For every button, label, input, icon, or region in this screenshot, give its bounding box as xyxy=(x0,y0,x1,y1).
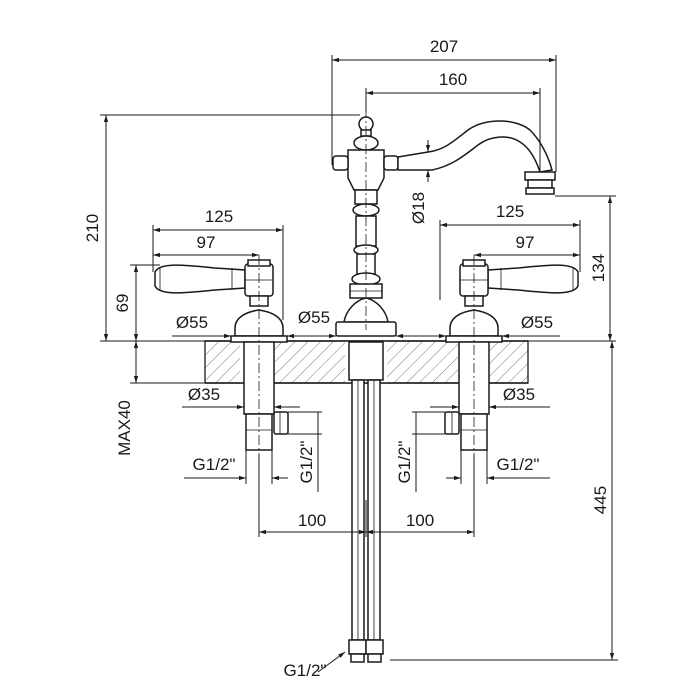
center-lines xyxy=(258,108,475,455)
dim-125-right: 125 xyxy=(496,202,524,221)
dim-g12-outlet-left: G1/2" xyxy=(297,441,316,484)
dim-g12-outlet-right: G1/2" xyxy=(395,441,414,484)
dim-max40: MAX40 xyxy=(115,400,134,456)
dim-69: 69 xyxy=(113,294,132,313)
dim-125-left: 125 xyxy=(205,207,233,226)
dim-diameter-35-right: Ø35 xyxy=(503,385,535,404)
dim-100-left: 100 xyxy=(298,511,326,530)
dim-g12-inlet-right: G1/2" xyxy=(497,455,540,474)
dimension-lines xyxy=(100,55,618,673)
dim-97-right: 97 xyxy=(516,233,535,252)
dim-diameter-55-left: Ø55 xyxy=(176,313,208,332)
dim-diameter-55-right: Ø55 xyxy=(521,313,553,332)
dim-diameter-18: Ø18 xyxy=(409,192,428,224)
dim-134: 134 xyxy=(589,254,608,282)
dim-210: 210 xyxy=(83,214,102,242)
dim-160: 160 xyxy=(439,70,467,89)
dim-g12-inlet-left: G1/2" xyxy=(193,455,236,474)
dim-diameter-55-center: Ø55 xyxy=(298,308,330,327)
dim-g12-bottom: G1/2" xyxy=(284,661,327,680)
dim-445: 445 xyxy=(591,486,610,514)
dim-100-right: 100 xyxy=(406,511,434,530)
dim-97-left: 97 xyxy=(197,233,216,252)
spout-body xyxy=(332,116,556,663)
dimension-labels: 207 160 210 Ø18 125 97 125 97 69 134 Ø55… xyxy=(83,37,610,680)
dim-diameter-35-left: Ø35 xyxy=(188,385,220,404)
dim-207: 207 xyxy=(430,37,458,56)
